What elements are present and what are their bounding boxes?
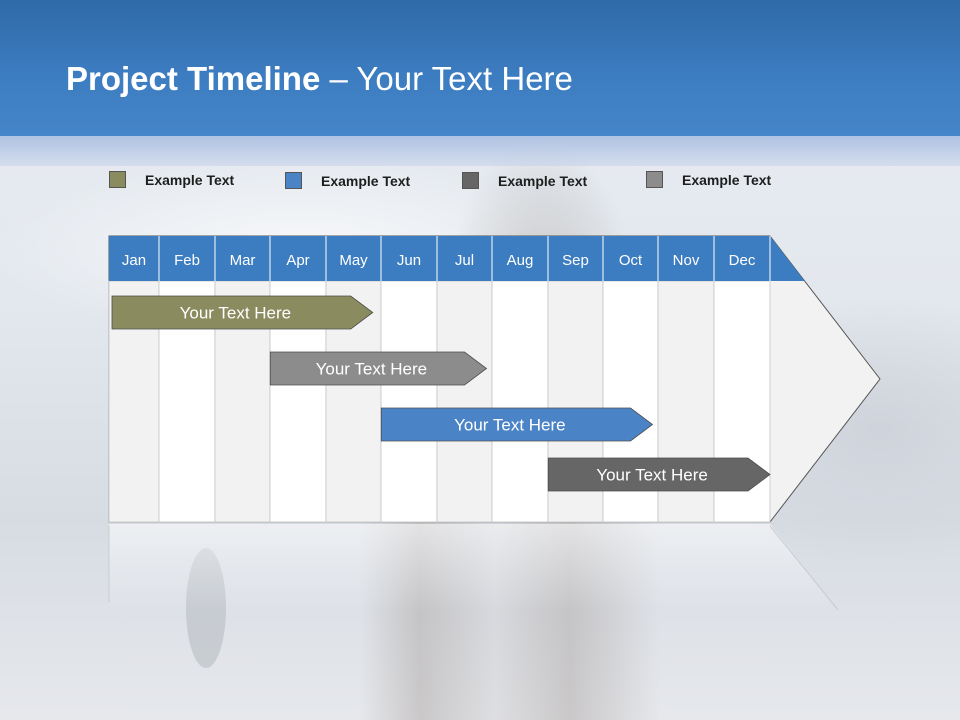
legend-swatch-1 xyxy=(109,171,126,188)
legend-swatch-3 xyxy=(462,172,479,189)
task-label: Your Text Here xyxy=(454,416,566,435)
reflection-line-right xyxy=(769,525,839,611)
reflection-shape xyxy=(109,524,840,612)
legend-swatch-4 xyxy=(646,171,663,188)
task-arrow xyxy=(111,295,374,330)
task-arrow xyxy=(547,457,771,492)
month-label: Oct xyxy=(619,252,643,269)
header-band xyxy=(0,136,960,166)
month-label: Jul xyxy=(455,252,474,269)
task-arrow xyxy=(380,407,654,442)
task-label: Your Text Here xyxy=(596,466,708,485)
month-label: Sep xyxy=(562,252,589,269)
month-column xyxy=(380,280,438,523)
month-label: Jun xyxy=(397,252,421,269)
task-label: Your Text Here xyxy=(316,360,428,379)
legend-item-3: Example Text xyxy=(462,172,587,189)
month-header: Jan Feb Mar Apr May Jun Jul Aug Sep Oct Nov Dec xyxy=(109,236,805,281)
title-rest: – Your Text Here xyxy=(320,60,573,97)
title-bold: Project Timeline xyxy=(66,60,321,97)
month-label: Apr xyxy=(286,252,309,269)
month-label: Dec xyxy=(729,252,756,269)
month-header-band xyxy=(109,236,805,281)
legend-item-1: Example Text xyxy=(109,171,234,188)
month-label: May xyxy=(339,252,368,269)
month-label: Aug xyxy=(507,252,534,269)
month-column xyxy=(436,280,493,523)
legend-item-2: Example Text xyxy=(285,172,410,189)
month-label: Nov xyxy=(673,252,700,269)
legend-label-4: Example Text xyxy=(682,171,772,188)
month-label: Mar xyxy=(230,252,256,269)
task-label: Your Text Here xyxy=(180,304,292,323)
legend-item-4: Example Text xyxy=(646,171,771,188)
legend-label-2: Example Text xyxy=(321,172,411,189)
month-label: Feb xyxy=(174,252,200,269)
page-title: Project Timeline – Your Text Here xyxy=(66,60,573,98)
month-label: Jan xyxy=(122,252,146,269)
legend-label-3: Example Text xyxy=(498,172,588,189)
legend-swatch-2 xyxy=(285,172,302,189)
timeline-reflection xyxy=(108,524,840,612)
task-arrow xyxy=(269,351,488,386)
legend-label-1: Example Text xyxy=(145,171,235,188)
month-column xyxy=(491,280,549,523)
title-bar: Project Timeline – Your Text Here xyxy=(0,0,960,136)
